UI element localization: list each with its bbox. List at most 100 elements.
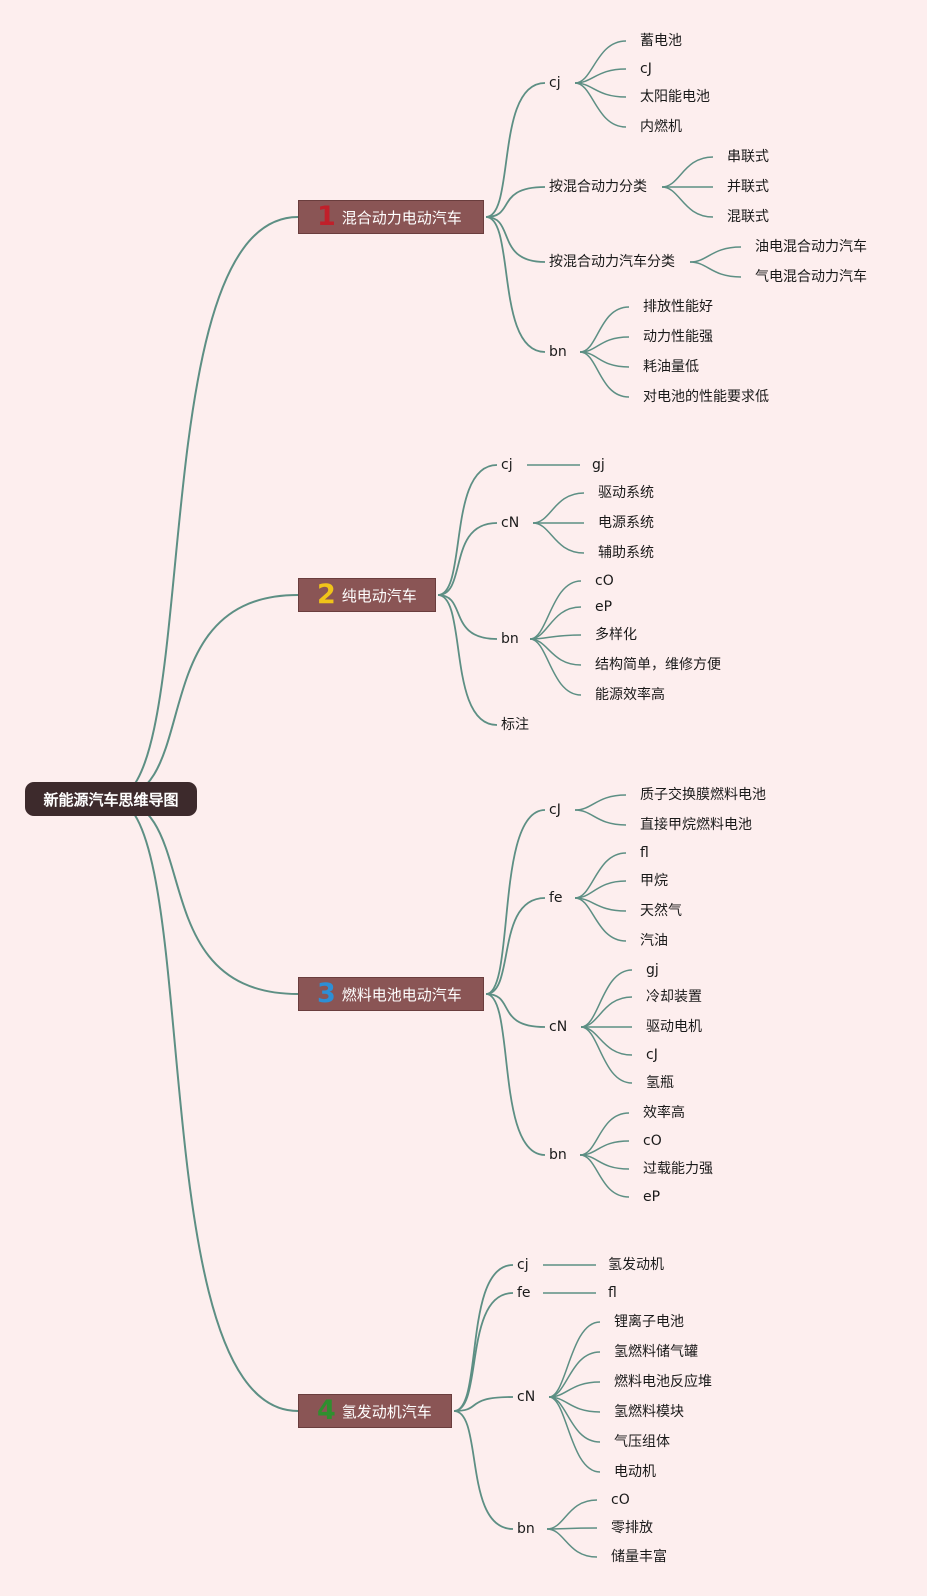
branch-label: 混合动力电动汽车 bbox=[341, 208, 462, 227]
leaf-node[interactable]: 对电池的性能要求低 bbox=[643, 389, 769, 405]
connector-line bbox=[485, 993, 546, 1156]
leaf-node[interactable]: 直接甲烷燃料电池 bbox=[640, 817, 752, 833]
branch-node-2[interactable]: 2 纯电动汽车 bbox=[298, 578, 436, 612]
leaf-node[interactable]: 氢瓶 bbox=[646, 1075, 674, 1091]
leaf-node[interactable]: 气压组体 bbox=[614, 1434, 670, 1450]
connector-line bbox=[689, 261, 742, 278]
branch-label: 燃料电池电动汽车 bbox=[341, 985, 462, 1004]
leaf-node[interactable]: 甲烷 bbox=[640, 873, 668, 889]
branch-node-3[interactable]: 3 燃料电池电动汽车 bbox=[298, 977, 484, 1011]
category-node[interactable]: cJ bbox=[549, 802, 561, 818]
connector-line bbox=[689, 246, 742, 263]
leaf-node[interactable]: 驱动电机 bbox=[646, 1019, 702, 1035]
leaf-node[interactable]: 效率高 bbox=[643, 1105, 685, 1121]
leaf-node[interactable]: cJ bbox=[646, 1047, 658, 1063]
leaf-node[interactable]: 锂离子电池 bbox=[614, 1314, 684, 1330]
connector-line bbox=[529, 580, 582, 640]
branch-number-badge: 2 bbox=[317, 578, 336, 610]
leaf-node[interactable]: 冷却装置 bbox=[646, 989, 702, 1005]
connector-line bbox=[574, 809, 627, 826]
connector-line bbox=[580, 1026, 633, 1084]
leaf-node[interactable]: cO bbox=[595, 573, 614, 589]
leaf-node[interactable]: 蓄电池 bbox=[640, 33, 682, 49]
branch-label: 氢发动机汽车 bbox=[341, 1402, 432, 1421]
leaf-node[interactable]: 并联式 bbox=[727, 179, 769, 195]
connector-line bbox=[485, 186, 546, 218]
category-node[interactable]: cN bbox=[517, 1389, 536, 1405]
leaf-node[interactable]: gj bbox=[592, 457, 605, 473]
category-node[interactable]: bn bbox=[549, 344, 567, 360]
leaf-node[interactable]: 辅助系统 bbox=[598, 545, 654, 561]
category-node[interactable]: cj bbox=[549, 75, 561, 91]
connector-line bbox=[453, 1396, 514, 1412]
leaf-node[interactable]: 动力性能强 bbox=[643, 329, 713, 345]
branch-number-badge: 3 bbox=[317, 977, 336, 1009]
connector-line bbox=[579, 1154, 630, 1198]
category-node[interactable]: 标注 bbox=[501, 717, 529, 733]
leaf-node[interactable]: cO bbox=[643, 1133, 662, 1149]
connector-line bbox=[580, 996, 633, 1028]
leaf-node[interactable]: 串联式 bbox=[727, 149, 769, 165]
leaf-node[interactable]: 氢燃料模块 bbox=[614, 1404, 684, 1420]
category-node[interactable]: cj bbox=[517, 1257, 529, 1273]
connector-line bbox=[111, 216, 299, 800]
category-node[interactable]: bn bbox=[501, 631, 519, 647]
category-node[interactable]: cN bbox=[549, 1019, 568, 1035]
leaf-node[interactable]: 电源系统 bbox=[598, 515, 654, 531]
category-node[interactable]: fe bbox=[517, 1285, 531, 1301]
category-node[interactable]: cj bbox=[501, 457, 513, 473]
leaf-node[interactable]: 天然气 bbox=[640, 903, 682, 919]
connector-line bbox=[485, 82, 546, 218]
branch-label: 纯电动汽车 bbox=[341, 586, 417, 605]
connector-line bbox=[437, 464, 498, 596]
leaf-node[interactable]: 多样化 bbox=[595, 627, 637, 643]
connector-line bbox=[580, 969, 633, 1028]
leaf-node[interactable]: fl bbox=[640, 845, 649, 861]
leaf-node[interactable]: eP bbox=[595, 599, 613, 615]
connector-line bbox=[453, 1410, 514, 1530]
leaf-node[interactable]: 燃料电池反应堆 bbox=[614, 1374, 712, 1390]
leaf-node[interactable]: fl bbox=[608, 1285, 617, 1301]
leaf-node[interactable]: 储量丰富 bbox=[611, 1549, 667, 1565]
leaf-node[interactable]: gj bbox=[646, 962, 659, 978]
connector-line bbox=[574, 880, 627, 899]
leaf-node[interactable]: 太阳能电池 bbox=[640, 89, 710, 105]
leaf-node[interactable]: 内燃机 bbox=[640, 119, 682, 135]
leaf-node[interactable]: 驱动系统 bbox=[598, 485, 654, 501]
connector-line bbox=[574, 852, 627, 899]
leaf-node[interactable]: 混联式 bbox=[727, 209, 769, 225]
leaf-node[interactable]: 质子交换膜燃料电池 bbox=[640, 787, 766, 803]
leaf-node[interactable]: 电动机 bbox=[614, 1464, 656, 1480]
category-node[interactable]: 按混合动力汽车分类 bbox=[549, 254, 675, 270]
category-node[interactable]: 按混合动力分类 bbox=[549, 179, 647, 195]
leaf-node[interactable]: 排放性能好 bbox=[643, 299, 713, 315]
leaf-node[interactable]: 过载能力强 bbox=[643, 1161, 713, 1177]
category-node[interactable]: fe bbox=[549, 890, 563, 906]
connector-line bbox=[574, 897, 627, 942]
leaf-node[interactable]: 耗油量低 bbox=[643, 359, 699, 375]
leaf-node[interactable]: eP bbox=[643, 1189, 661, 1205]
connector-line bbox=[579, 306, 630, 353]
leaf-node[interactable]: 气电混合动力汽车 bbox=[755, 269, 867, 285]
connector-line bbox=[111, 798, 299, 1412]
connector-line bbox=[111, 798, 299, 995]
category-node[interactable]: bn bbox=[517, 1521, 535, 1537]
category-node[interactable]: cN bbox=[501, 515, 520, 531]
category-node[interactable]: bn bbox=[549, 1147, 567, 1163]
connector-line bbox=[485, 993, 546, 1028]
leaf-node[interactable]: 能源效率高 bbox=[595, 687, 665, 703]
leaf-node[interactable]: 氢燃料储气罐 bbox=[614, 1344, 698, 1360]
connector-line bbox=[548, 1396, 601, 1443]
leaf-node[interactable]: cO bbox=[611, 1492, 630, 1508]
leaf-node[interactable]: cJ bbox=[640, 61, 652, 77]
connector-line bbox=[437, 522, 498, 596]
root-node[interactable]: 新能源汽车思维导图 bbox=[25, 782, 197, 816]
leaf-node[interactable]: 汽油 bbox=[640, 933, 668, 949]
leaf-node[interactable]: 零排放 bbox=[611, 1520, 653, 1536]
leaf-node[interactable]: 油电混合动力汽车 bbox=[755, 239, 867, 255]
leaf-node[interactable]: 结构简单，维修方便 bbox=[595, 657, 721, 673]
connector-line bbox=[529, 606, 582, 640]
leaf-node[interactable]: 氢发动机 bbox=[608, 1257, 664, 1273]
